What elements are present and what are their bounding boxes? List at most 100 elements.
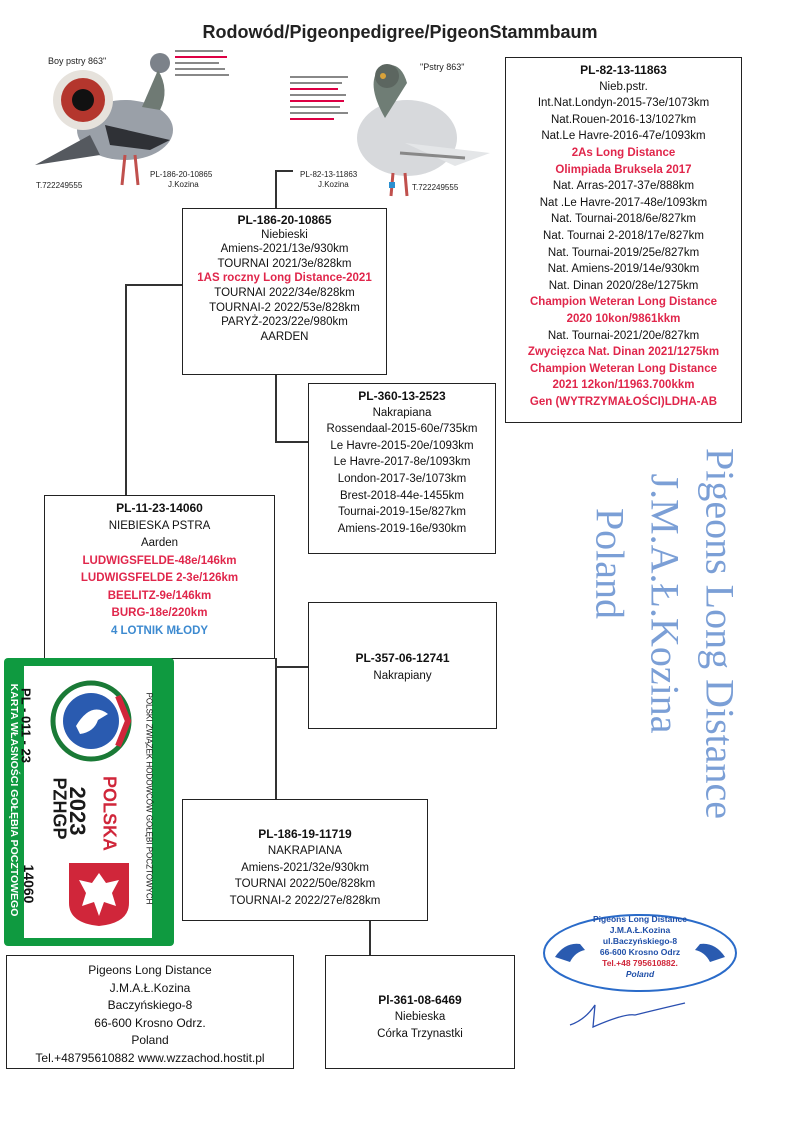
pedigree-line: Zwycięzca Nat. Dinan 2021/1275km bbox=[527, 346, 720, 359]
pedigree-line: Nakrapiana bbox=[372, 406, 432, 419]
pedigree-line: Tournai-2019-15e/827km bbox=[338, 506, 466, 519]
pedigree-line: Olimpiada Bruksela 2017 bbox=[555, 163, 692, 176]
pedigree-line: BURG-18e/220km bbox=[111, 607, 208, 619]
stamp-line: Tel.+48 795610882. bbox=[602, 958, 678, 968]
left-pigeon-tel: T.722249555 bbox=[36, 181, 83, 190]
card-right-text: POLSKI ZWIĄZEK HODOWCÓW GOŁĘBI POCZTOWYC… bbox=[144, 692, 154, 905]
watermark: Pigeons Long Distance J.M.A.Ł.Kozina Pol… bbox=[560, 420, 743, 860]
pedigree-line: Nat. Dinan 2020/28e/1275km bbox=[548, 279, 699, 292]
breeder-line: Baczyńskiego-8 bbox=[107, 998, 193, 1013]
pedigree-line: Nat. Amiens-2019/14e/930km bbox=[547, 263, 700, 276]
connector-line bbox=[275, 170, 293, 172]
ring-number: PL-360-13-2523 bbox=[358, 389, 446, 403]
pedigree-line: LUDWIGSFELDE-48e/146km bbox=[82, 554, 237, 567]
pedigree-line: 2020 10kon/9861kkm bbox=[566, 312, 681, 325]
ring-number: PL-357-06-12741 bbox=[355, 651, 450, 665]
left-pigeon-owner: J.Kozina bbox=[168, 180, 199, 189]
pedigree-line: Nat. Tournai-2021/20e/827km bbox=[547, 329, 700, 342]
left-pigeon-notes bbox=[175, 46, 235, 80]
polish-eagle-icon bbox=[69, 863, 129, 926]
card-org: PZHGP bbox=[49, 777, 70, 840]
breeder-stamp: Pigeons Long Distance J.M.A.Ł.Kozina ul.… bbox=[540, 912, 740, 994]
pigeon-picture bbox=[357, 64, 490, 197]
stamp-line: 66-600 Krosno Odrz bbox=[599, 947, 681, 957]
pedigree-line: Nat .Le Havre-2017-48e/1093km bbox=[539, 196, 708, 209]
left-pigeon-photo bbox=[30, 45, 180, 195]
pedigree-line: Amiens-2021/32e/930km bbox=[241, 861, 369, 874]
pedigree-line: BEELITZ-9e/146km bbox=[107, 589, 212, 602]
connector-line bbox=[125, 284, 127, 496]
pedigree-line: Aarden bbox=[140, 537, 179, 549]
pedigree-line: Amiens-2021/13e/930km bbox=[220, 243, 349, 256]
ownership-card: KARTA WŁASNOŚCI GOŁĘBIA POCZTOWEGO PL - … bbox=[4, 658, 174, 946]
pedigree-line: 2As Long Distance bbox=[571, 146, 676, 159]
pedigree-line: Nieb.pstr. bbox=[599, 80, 648, 93]
card-ring-prefix: PL - 011 - 23 bbox=[18, 688, 34, 763]
pedigree-line: Int.Nat.Londyn-2015-73e/1073km bbox=[537, 97, 710, 110]
right-pigeon-tel: T.722249555 bbox=[412, 183, 459, 192]
pedigree-line: TOURNAI 2022/34e/828km bbox=[214, 286, 355, 299]
right-pigeon-photo bbox=[345, 58, 495, 198]
pedigree-line: Nat.Le Havre-2016-47e/1093km bbox=[541, 130, 706, 143]
right-pigeon-owner: J.Kozina bbox=[318, 180, 349, 189]
breeder-line: J.M.A.Ł.Kozina bbox=[109, 980, 191, 995]
connector-line bbox=[275, 441, 309, 443]
pedigree-line: Nat. Tournai 2-2018/17e/827km bbox=[543, 229, 704, 242]
breeder-line: Pigeons Long Distance bbox=[88, 963, 212, 977]
watermark-line: J.M.A.Ł.Kozina bbox=[642, 473, 688, 734]
watermark-line: Pigeons Long Distance bbox=[697, 447, 743, 820]
connector-line bbox=[275, 658, 277, 800]
watermark-line: Poland bbox=[587, 507, 633, 620]
pedigree-line: 2021 12kon/11963.700kkm bbox=[552, 379, 695, 392]
pedigree-line: NIEBIESKA PSTRA bbox=[108, 519, 211, 532]
right-pigeon-notes bbox=[290, 72, 360, 124]
pedigree-line: Córka Trzynastki bbox=[377, 1028, 463, 1040]
ring-number: Pl-361-08-6469 bbox=[378, 993, 462, 1007]
pedigree-line: Niebieski bbox=[261, 228, 308, 241]
stamp-line: Pigeons Long Distance bbox=[593, 914, 687, 924]
breeder-line: Tel.+48795610882 www.wzzachod.hostit.pl bbox=[35, 1050, 265, 1065]
pedigree-line: Nat. Tournai-2018/6e/827km bbox=[551, 213, 696, 226]
pedigree-line: Le Havre-2017-8e/1093km bbox=[333, 456, 471, 469]
paternal-grandfather-box: PL-82-13-11863 Nieb.pstr. Int.Nat.Londyn-… bbox=[505, 57, 742, 423]
pedigree-line: Champion Weteran Long Distance bbox=[529, 362, 717, 375]
pedigree-line: Amiens-2019-16e/930km bbox=[337, 522, 467, 535]
ring-number: PL-82-13-11863 bbox=[580, 63, 667, 77]
pedigree-line: Champion Weteran Long Distance bbox=[529, 296, 717, 309]
breeder-line: Poland bbox=[131, 1033, 169, 1048]
left-pigeon-ring: PL-186-20-10865 bbox=[150, 170, 213, 179]
pigeon-picture bbox=[35, 53, 173, 186]
pedigree-line: TOURNAI 2021/3e/828km bbox=[217, 257, 352, 270]
stamp-shape bbox=[543, 914, 737, 992]
right-pigeon-label: "Pstry 863" bbox=[420, 62, 465, 72]
ring-number: PL-186-20-10865 bbox=[237, 213, 332, 227]
stamp-line: J.M.A.Ł.Kozina bbox=[609, 925, 671, 935]
connector-line bbox=[275, 374, 277, 442]
pedigree-line: LUDWIGSFELDE 2-3e/126km bbox=[80, 572, 239, 584]
card-country: POLSKA bbox=[99, 775, 120, 851]
pedigree-line: TOURNAI 2022/50e/828km bbox=[234, 878, 376, 891]
card-ring-number: 14060 bbox=[21, 864, 37, 904]
right-pigeon-ring: PL-82-13-11863 bbox=[300, 170, 358, 179]
pedigree-line: Nat. Arras-2017-37e/888km bbox=[552, 180, 695, 193]
pedigree-line: Le Havre-2015-20e/1093km bbox=[330, 439, 474, 452]
pedigree-line: Nat.Rouen-2016-13/1027km bbox=[550, 113, 697, 126]
connector-line bbox=[275, 170, 277, 210]
pedigree-line: NAKRAPIANA bbox=[267, 844, 343, 857]
pedigree-line: Gen (WYTRZYMAŁOŚCI)LDHA-AB bbox=[529, 395, 718, 408]
pedigree-line: Brest-2018-44e-1455km bbox=[339, 489, 464, 502]
signature bbox=[569, 1002, 686, 1029]
breeder-info-box: Pigeons Long Distance J.M.A.Ł.Kozina Bac… bbox=[6, 955, 294, 1069]
ring-number: PL-11-23-14060 bbox=[116, 501, 203, 515]
pedigree-line: TOURNAI-2 2022/27e/828km bbox=[229, 895, 381, 908]
maternal-grandfather-box: PL-357-06-12741 Nakrapiany bbox=[308, 602, 497, 729]
pedigree-line: Nat. Tournai-2019/25e/827km bbox=[547, 246, 700, 259]
pedigree-line: Niebieska bbox=[394, 1011, 446, 1023]
pedigree-line: PARYŻ-2023/22e/980km bbox=[221, 316, 348, 329]
connector-line bbox=[125, 284, 182, 286]
breeder-line: 66-600 Krosno Odrz. bbox=[94, 1015, 206, 1030]
